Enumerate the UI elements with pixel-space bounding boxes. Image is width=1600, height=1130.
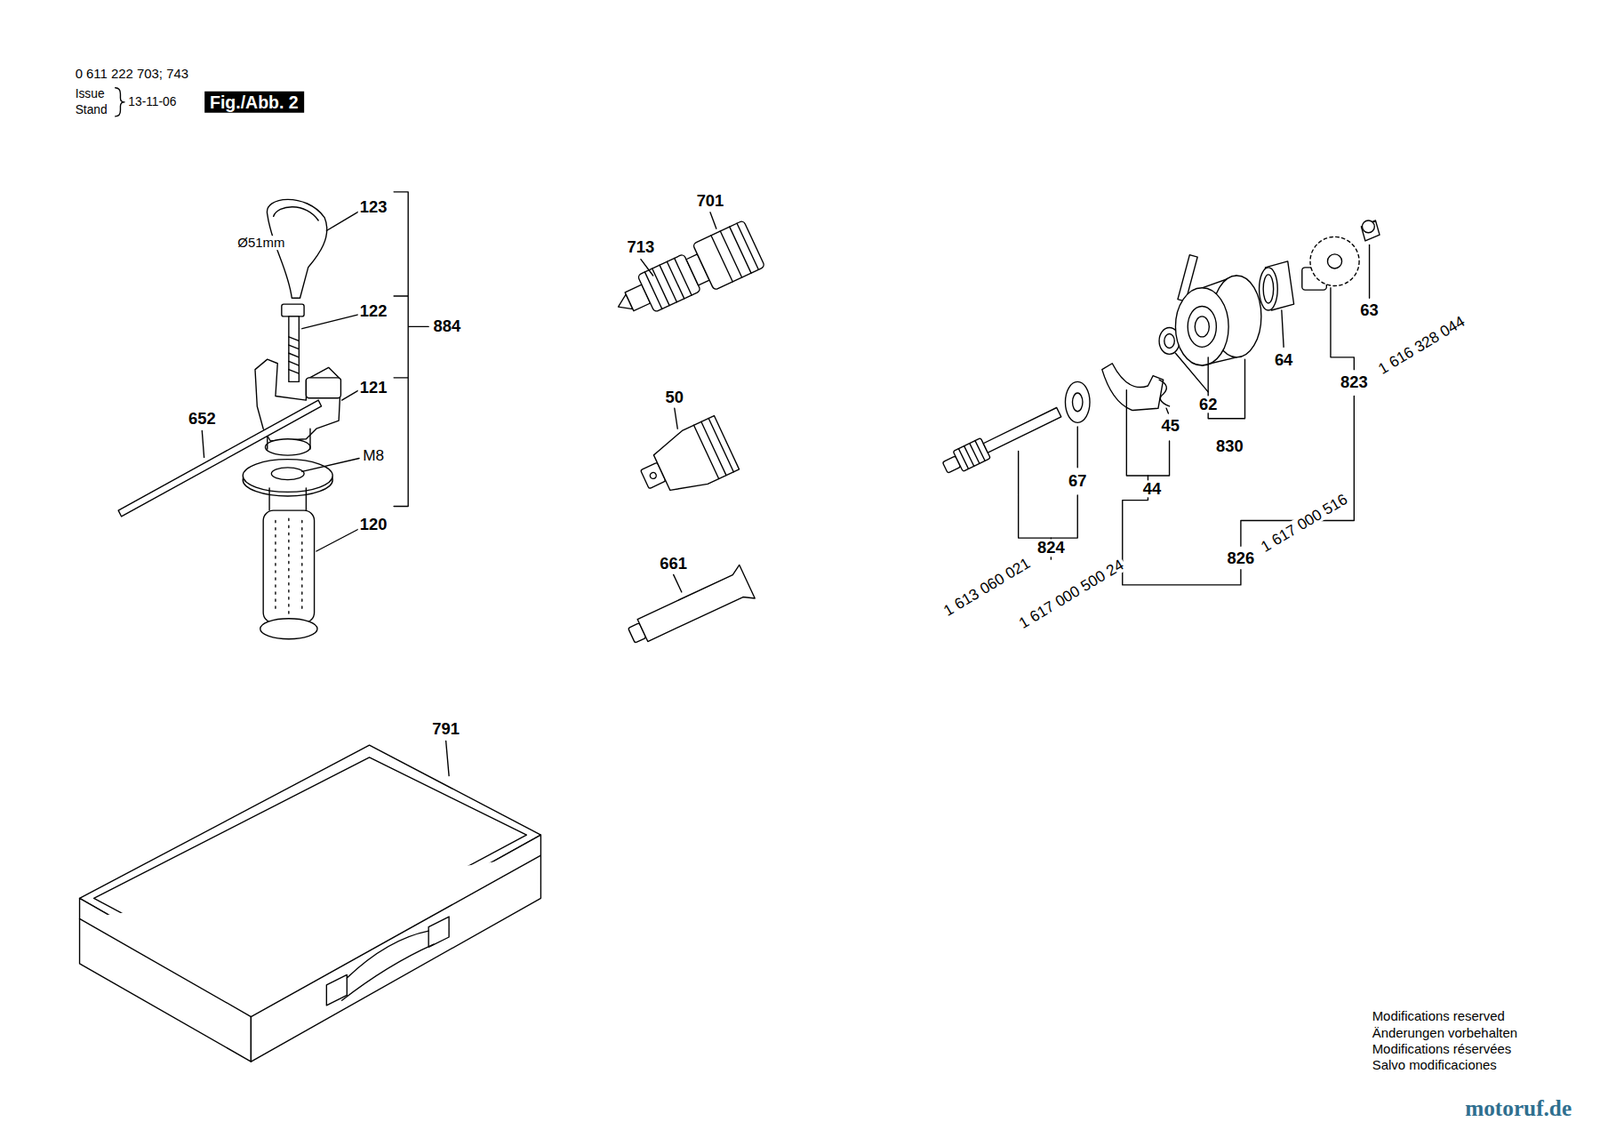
callout-number: 713 [625,238,657,256]
callout-number: 50 [664,388,686,406]
note: Änderungen vorbehalten [1370,1025,1520,1040]
carrying-case [80,744,542,1062]
note: Salvo modificaciones [1370,1058,1499,1073]
bolt [288,316,299,382]
part-number: 1 616 328 044 [1374,312,1470,378]
leader-line [201,211,360,552]
callout-number: 884 [431,318,463,336]
leader-line [1077,245,1369,468]
callout-number: 123 [358,198,390,216]
leader-line [446,212,717,776]
part-number: 1 617 000 516 [1256,489,1352,556]
ball-bearing [1064,381,1090,423]
callout-number: 661 [657,554,689,572]
date: 13-11-06 [126,96,178,109]
bracket [1018,288,1355,585]
callout-number: 63 [1358,301,1380,319]
pinion-shaft [940,401,1064,478]
bush-63 [1360,220,1380,241]
grease-tube [624,564,756,652]
callout-number: 62 [1197,395,1219,413]
note: Modifications réservées [1370,1041,1514,1056]
callout-number: 701 [695,192,727,210]
bushing [1259,261,1295,311]
callout-number: 122 [358,302,390,320]
depth-stop-cap [266,199,327,317]
clutch [1175,255,1261,366]
shift-fork [1102,363,1164,411]
spring [1159,379,1169,407]
part-number: 1 613 060 021 [939,553,1035,620]
thread-size: M8 [360,447,386,464]
callout-number: 64 [1272,352,1295,369]
callout-number: 824 [1035,539,1067,557]
gear [1302,236,1360,290]
watermark: motoruf.de [1463,1095,1574,1120]
header-text: Issue [73,87,107,100]
callout-number: 826 [1225,549,1257,567]
note: Modifications reserved [1370,1009,1507,1024]
clamp [255,359,341,456]
callout-number: 67 [1066,472,1088,489]
chuck-50 [632,416,740,508]
callout-number: 823 [1338,374,1370,392]
callout-number: 652 [186,409,218,427]
brace [115,88,125,117]
depth-rod [118,400,321,517]
dimension: Ø51mm [235,235,287,250]
bracket [393,192,429,507]
header-text: Stand [73,104,110,117]
callout-number: 121 [358,379,390,397]
part-number: 0 611 222 703; 743 [73,66,191,81]
figure-title: Fig./Abb. 2 [204,91,304,113]
callout-number: 120 [358,515,390,533]
callout-number: 45 [1159,416,1181,434]
drill-chuck [607,220,765,330]
callout-number: 791 [430,720,462,737]
callout-number: 830 [1214,437,1246,455]
callout-number: 44 [1141,480,1163,497]
